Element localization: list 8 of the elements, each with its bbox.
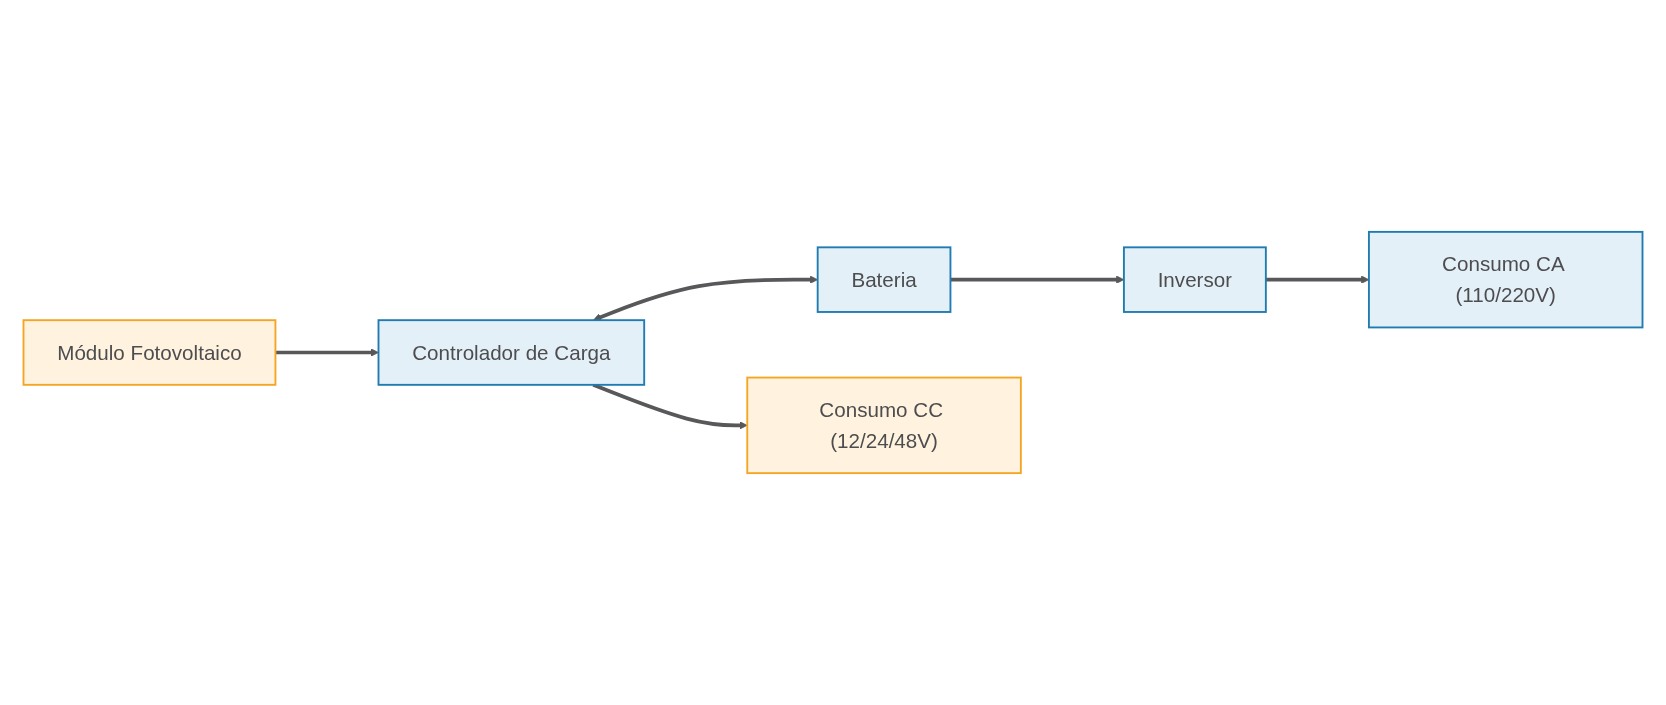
arrow — [592, 383, 748, 430]
node-box: Módulo Fotovoltaico — [22, 319, 277, 386]
arrow — [275, 348, 379, 357]
node-box: Controlador de Carga — [377, 319, 646, 386]
node-box: Inversor — [1123, 246, 1267, 313]
node-box: Consumo CA (110/220V) — [1367, 230, 1644, 329]
node-box: Bateria — [816, 246, 952, 313]
node-box: Consumo CC (12/24/48V) — [746, 376, 1022, 475]
